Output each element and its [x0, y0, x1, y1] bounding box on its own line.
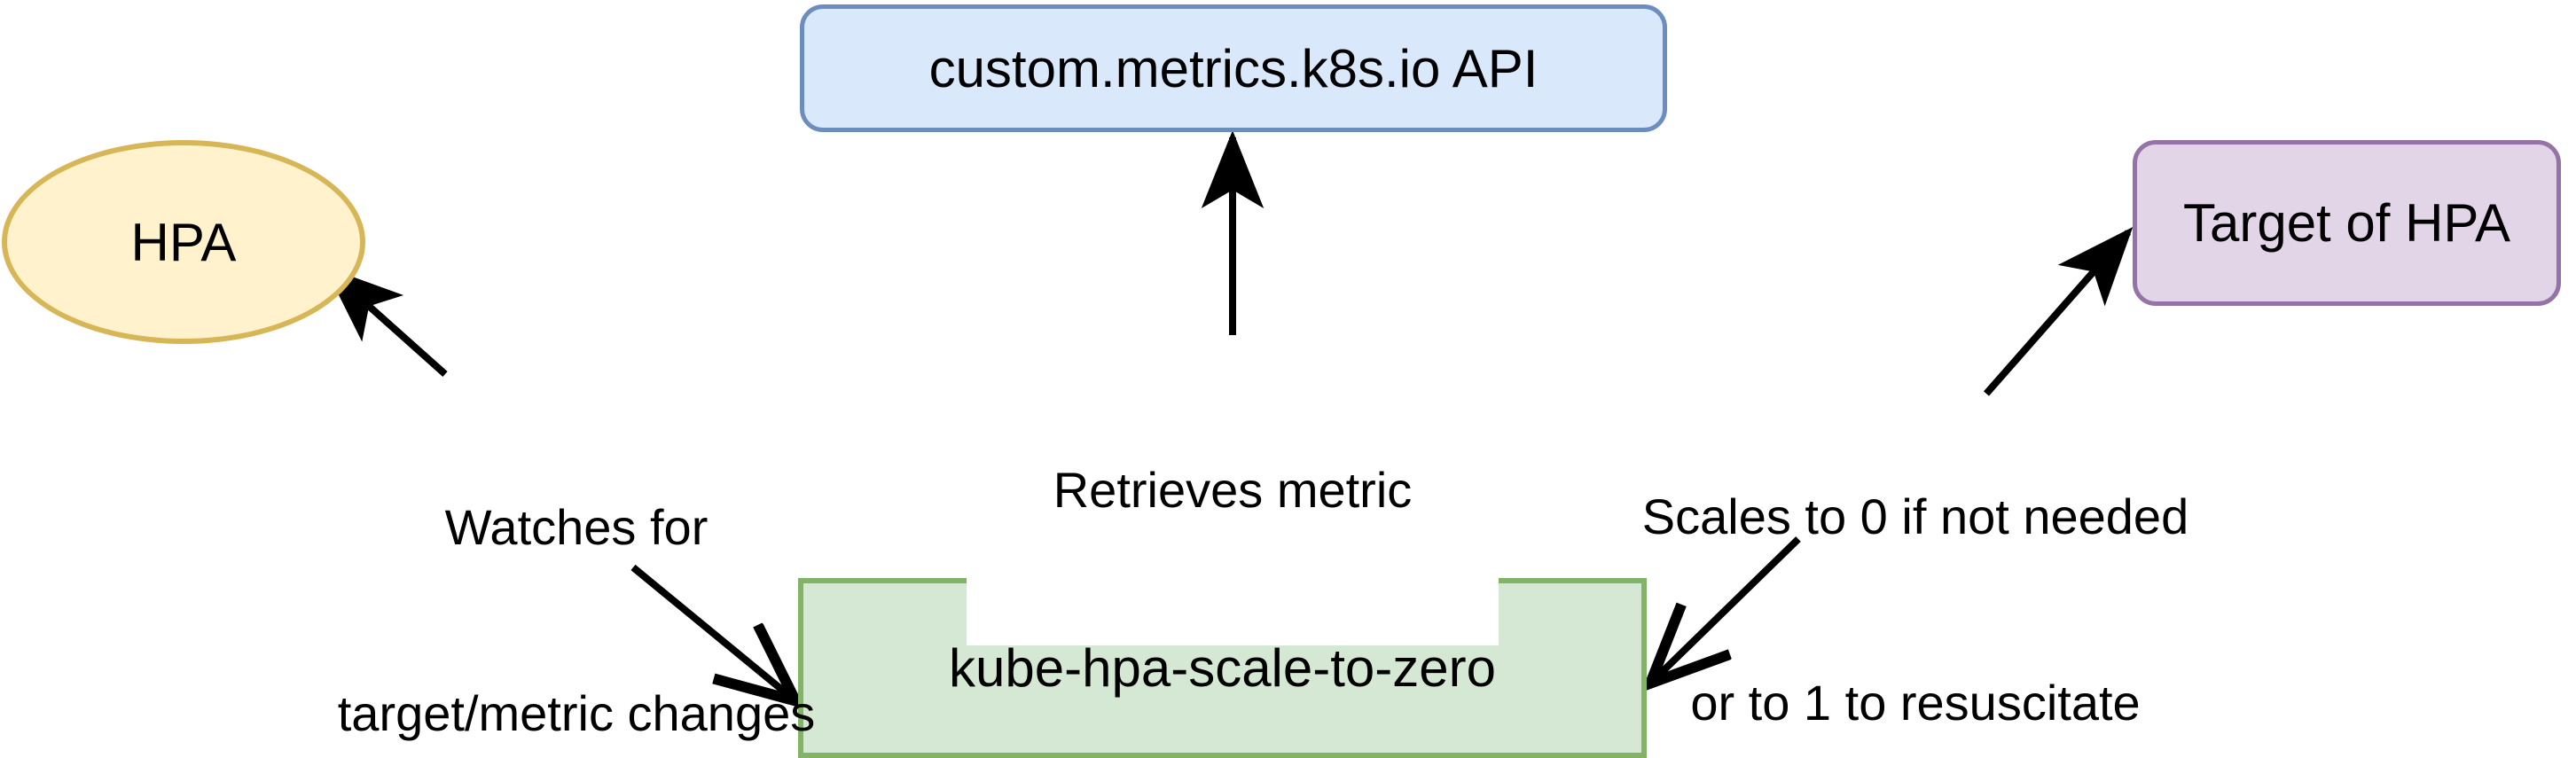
node-kube-hpa-scale-to-zero-label: kube-hpa-scale-to-zero	[949, 638, 1496, 698]
node-hpa[interactable]: HPA	[2, 140, 365, 344]
edge-label-retrieves-metric: Retrieves metric	[967, 335, 1499, 645]
node-target-of-hpa-label: Target of HPA	[2182, 193, 2511, 253]
edge-label-scales-to-zero-or-one: Scales to 0 if not needed or to 1 to res…	[1596, 362, 2235, 758]
edge-label-watches-line2: target/metric changes	[337, 685, 816, 741]
edge-label-watches-line1: Watches for	[444, 499, 709, 555]
node-custom-metrics-api[interactable]: custom.metrics.k8s.io API	[800, 4, 1667, 132]
node-target-of-hpa[interactable]: Target of HPA	[2133, 140, 2561, 306]
node-kube-hpa-scale-to-zero[interactable]: kube-hpa-scale-to-zero	[798, 578, 1647, 758]
edge-label-scales-line2: or to 1 to resuscitate	[1690, 675, 2141, 731]
edge-label-watches-for-changes: Watches for target/metric changes	[275, 372, 878, 758]
edge-watches-upper-segment	[325, 266, 448, 377]
node-custom-metrics-api-label: custom.metrics.k8s.io API	[928, 38, 1539, 98]
edge-label-retrieves-line1: Retrieves metric	[1053, 462, 1413, 518]
node-hpa-label: HPA	[130, 212, 237, 272]
edge-label-scales-line1: Scales to 0 if not needed	[1641, 488, 2189, 544]
